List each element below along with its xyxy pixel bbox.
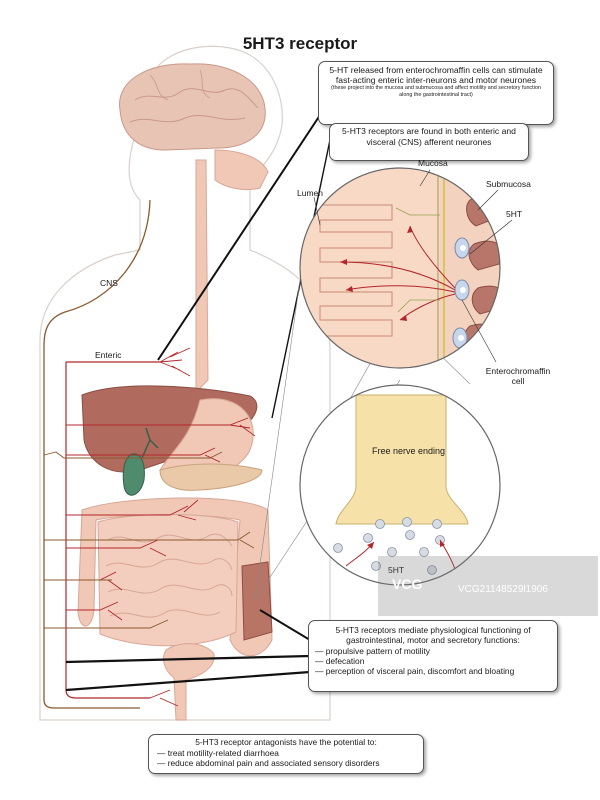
label-enterochromaffin-cell: Enterochromaffin cell: [485, 366, 551, 386]
submucosa-leader: [477, 189, 499, 211]
descending-colon: [241, 561, 273, 641]
pancreas: [159, 463, 263, 491]
pointer-line-3: [259, 609, 311, 641]
info-box-3-list: — propulsive pattern of motility — defec…: [315, 646, 551, 676]
mucosa-leader: [419, 169, 431, 187]
list-item: — treat motility-related diarrhoea: [157, 748, 279, 758]
gallbladder: [122, 453, 145, 496]
label-enteric: Enteric: [95, 350, 122, 360]
enterochromaffin-leader: [461, 299, 497, 363]
pointer-line-1: [157, 99, 331, 361]
info-box-1-main: 5-HT released from enterochromaffin cell…: [329, 65, 543, 85]
info-box-1-sub: (these project into the mucosa and submu…: [331, 85, 541, 98]
enteric-nerve: [65, 362, 150, 699]
label-free-nerve-ending: Free nerve ending: [372, 446, 446, 456]
mucosa-magnified-view: [300, 168, 500, 368]
body-outline: [39, 45, 331, 721]
watermark-band: [378, 556, 598, 616]
lumen-leader: [313, 196, 321, 226]
list-item: — perception of visceral pain, discomfor…: [315, 666, 515, 676]
oesophagus: [195, 159, 209, 394]
pointer-line-5: [65, 670, 311, 692]
cns-branches: [43, 451, 255, 629]
label-cns: CNS: [100, 278, 118, 288]
label-lumen: Lumen: [297, 188, 323, 198]
list-item: — reduce abdominal pain and associated s…: [157, 758, 380, 768]
info-box-physiological-functions: 5-HT3 receptors mediate physiological fu…: [308, 620, 558, 692]
info-box-3-heading: 5-HT3 receptors mediate physiological fu…: [335, 625, 531, 645]
list-item: — propulsive pattern of motility: [315, 646, 430, 656]
5ht-leader: [469, 219, 513, 255]
info-box-4-heading: 5-HT3 receptor antagonists have the pote…: [195, 737, 377, 747]
watermark-logo: VCG: [392, 576, 423, 592]
nerve-ending-magnified-view: [300, 385, 500, 585]
label-5ht-upper: 5HT: [506, 209, 523, 219]
info-box-antagonists: 5-HT3 receptor antagonists have the pote…: [148, 734, 424, 774]
label-submucosa: Submucosa: [486, 179, 531, 189]
label-mucosa: Mucosa: [418, 158, 448, 168]
rectum: [163, 643, 215, 721]
pointer-line-4: [65, 654, 311, 664]
info-box-4-list: — treat motility-related diarrhoea — red…: [157, 748, 415, 768]
info-box-2-text: 5-HT3 receptors are found in both enteri…: [342, 126, 516, 147]
label-5ht-lower: 5HT: [388, 565, 405, 575]
large-intestine: [77, 497, 273, 657]
cns-nerve: [43, 199, 151, 709]
page-title: 5HT3 receptor: [242, 34, 358, 53]
list-item: — defecation: [315, 656, 365, 666]
watermark-text: VCG21148529l1906: [458, 584, 548, 595]
oral-cavity: [214, 149, 269, 191]
info-box-enterochromaffin: 5-HT released from enterochromaffin cell…: [318, 61, 554, 125]
info-box-receptor-location: 5-HT3 receptors are found in both enteri…: [329, 123, 529, 161]
brain: [119, 63, 266, 151]
